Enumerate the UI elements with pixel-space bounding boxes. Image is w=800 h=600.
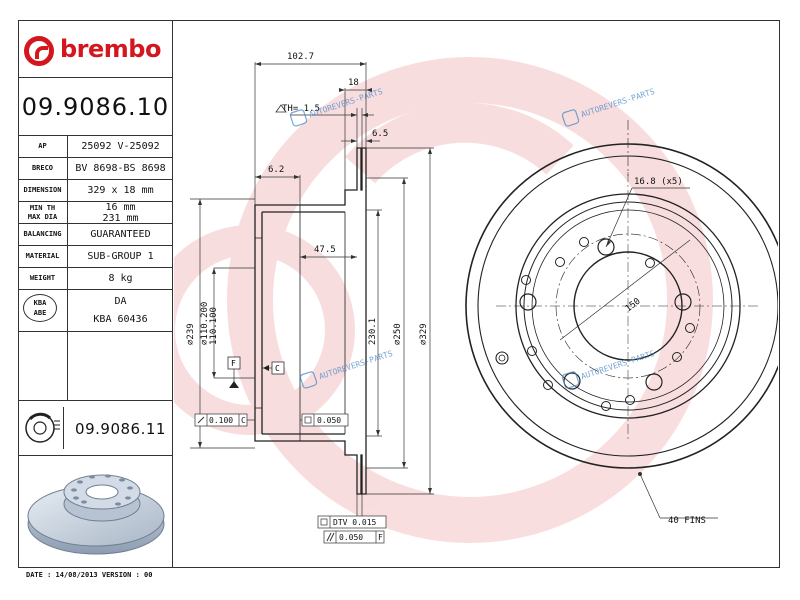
spec-key: MIN TH MAX DIA — [18, 202, 68, 223]
technical-drawing: 102.7 18 TH= 1.5 6.5 6.2 47.5 ⌀239 ⌀110.… — [174, 52, 778, 567]
dim-overall-depth: 102.7 — [287, 52, 314, 62]
tol-dtv-value: DTV 0.015 — [333, 518, 377, 527]
dim-ring-diameter: ⌀250 — [393, 323, 403, 345]
spec-key: MATERIAL — [18, 246, 68, 267]
watermark-logo-icon — [561, 371, 580, 389]
brand-watermark-icon — [174, 57, 713, 543]
locating-hole-inner — [498, 354, 506, 362]
front-view-leaders — [559, 187, 718, 519]
spec-key: BRECO — [18, 158, 68, 179]
threaded-holes — [521, 237, 695, 411]
spec-panel: brembo 09.9086.10 AP 25092 V-25092 BRECO… — [18, 20, 173, 568]
spec-key: WEIGHT — [18, 268, 68, 289]
empty-key-cell — [18, 332, 68, 400]
part-number: 09.9086.10 — [18, 78, 173, 136]
spec-key: DIMENSION — [18, 180, 68, 201]
spec-row-weight: WEIGHT 8 kg — [18, 268, 173, 290]
datum-f-label: F — [231, 359, 236, 368]
spec-value: SUB-GROUP 1 — [87, 251, 154, 262]
disc-front-view — [465, 120, 778, 469]
tolerance-frame-parallel: 0.050 F — [323, 530, 385, 544]
brembo-logo-icon — [24, 36, 54, 66]
alt-part-row: 09.9086.11 — [18, 400, 173, 456]
dim-centering-min: 110.100 — [209, 307, 219, 345]
spec-value: BV 8698-BS 8698 — [75, 163, 166, 174]
watermark-logo-icon — [299, 371, 318, 389]
fins-label: 40 FINS — [668, 516, 706, 526]
spec-row-breco: BRECO BV 8698-BS 8698 — [18, 158, 173, 180]
dim-offset: 47.5 — [314, 245, 336, 255]
dim-th-tolerance: TH= 1.5 — [282, 104, 320, 114]
tolerance-frame-1: 0.100 C — [194, 413, 255, 427]
bolt-holes — [519, 238, 692, 391]
spec-key: AP — [18, 136, 68, 157]
tol-parallel-ref: F — [378, 533, 383, 542]
watermark-logo-icon — [561, 109, 580, 127]
tol-2-value: 0.050 — [317, 416, 341, 425]
dim-thickness: 18 — [348, 78, 359, 88]
dim-inner-braking: 230.1 — [368, 318, 378, 345]
dim-cheek: 6.5 — [372, 129, 388, 139]
spec-row-empty — [18, 332, 173, 400]
fins-leader-dot — [638, 472, 642, 476]
watermark-label: AUTOREVERS-PARTS — [580, 349, 656, 381]
tolerance-frame-2: 0.050 — [300, 413, 349, 427]
kba-badge-line2: ABE — [33, 309, 47, 317]
datum-f: F — [227, 356, 241, 388]
datum-c-label: C — [275, 364, 280, 373]
tol-parallel-value: 0.050 — [339, 533, 363, 542]
spec-key: BALANCING — [18, 224, 68, 245]
datum-c: C — [262, 361, 285, 375]
spec-value: GUARANTEED — [90, 229, 151, 240]
dim-centering-max: ⌀110.200 — [200, 302, 210, 345]
spec-row-material: MATERIAL SUB-GROUP 1 — [18, 246, 173, 268]
dim-hat-wall: 6.2 — [268, 165, 284, 175]
spec-row-dimension: DIMENSION 329 x 18 mm — [18, 180, 173, 202]
drawing-frame — [18, 20, 780, 568]
alt-part-number: 09.9086.11 — [75, 420, 166, 438]
spec-row-min-max: MIN TH MAX DIA 16 mm 231 mm — [18, 202, 173, 224]
approval-value-line1: DA — [114, 296, 127, 307]
approval-value: DA KBA 60436 — [68, 290, 173, 331]
approval-value-line2: KBA 60436 — [93, 314, 148, 325]
kba-abe-badge: KBA ABE — [23, 294, 57, 322]
spec-row-balancing: BALANCING GUARANTEED — [18, 224, 173, 246]
disc-preview-image — [22, 458, 170, 564]
approval-key-cell — [18, 290, 68, 331]
brand-logo: brembo — [18, 20, 173, 78]
tol-1-ref: C — [241, 416, 246, 425]
holes-arrowhead — [606, 240, 611, 247]
spec-value: 8 kg — [108, 273, 133, 284]
brand-name: brembo — [60, 35, 161, 63]
dim-hat-diameter: ⌀239 — [186, 323, 196, 345]
th-triangle-icon — [275, 104, 287, 113]
dimension-arrowheads — [198, 62, 432, 494]
watermark-logo-icon — [289, 109, 308, 127]
dim-outer-diameter: ⌀329 — [419, 323, 429, 345]
footer-date-version: DATE : 14/08/2013 VERSION : 00 — [26, 571, 153, 579]
spec-value: 329 x 18 mm — [87, 185, 154, 196]
coated-disc-icon — [22, 407, 64, 449]
tol-1-value: 0.100 — [209, 416, 233, 425]
spec-row-approval: KBA ABE DA KBA 60436 — [18, 290, 173, 332]
spec-value: 16 mm 231 mm — [102, 201, 139, 224]
locating-hole — [495, 351, 509, 365]
pcd-label: 150 — [624, 296, 643, 314]
holes-label: 16.8 (x5) — [634, 177, 683, 187]
spec-value: 25092 V-25092 — [81, 141, 160, 152]
dimension-labels: 102.7 18 TH= 1.5 6.5 6.2 47.5 ⌀239 ⌀110.… — [186, 52, 429, 345]
tolerance-frame-dtv: DTV 0.015 — [317, 494, 387, 529]
spec-row-ap: AP 25092 V-25092 — [18, 136, 173, 158]
kba-badge-line1: KBA — [33, 299, 47, 307]
